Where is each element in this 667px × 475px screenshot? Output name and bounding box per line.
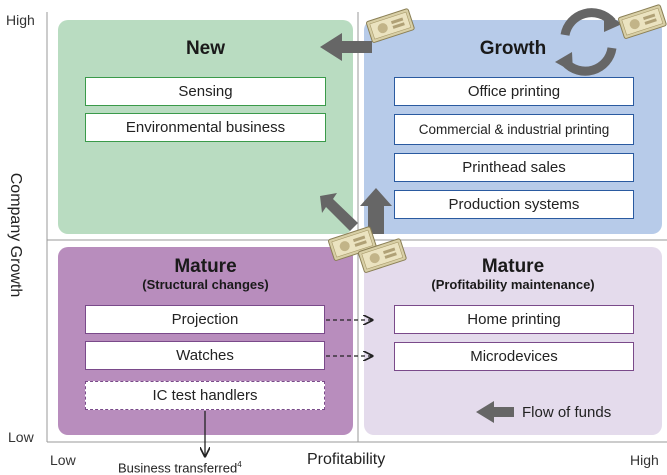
profit-item-home-printing: Home printing — [394, 305, 634, 334]
structural-item-ic-test-handlers: IC test handlers — [85, 381, 325, 410]
money-icon-cycle — [618, 4, 667, 39]
x-axis-high-label: High — [630, 452, 659, 468]
quadrant-mature-structural-subtitle: (Structural changes) — [142, 277, 269, 292]
growth-item-printhead-sales: Printhead sales — [394, 153, 634, 182]
footnote-business-transferred: Business transferred4 — [118, 460, 242, 475]
quadrant-growth-title: Growth — [479, 38, 547, 59]
growth-item-commercial-printing: Commercial & industrial printing — [394, 114, 634, 145]
x-axis-title: Profitability — [307, 451, 386, 468]
money-icon-top — [366, 8, 415, 43]
cycle-arrow-bottom-head — [555, 52, 573, 72]
x-axis-low-label: Low — [50, 452, 76, 468]
fund-arrow-up — [360, 188, 392, 234]
fund-arrow-up-left — [320, 193, 358, 231]
growth-item-office-printing: Office printing — [394, 77, 634, 106]
cycle-arrow-top-head — [604, 12, 622, 32]
structural-item-projection: Projection — [85, 305, 325, 334]
growth-item-production-systems: Production systems — [394, 190, 634, 219]
footnote-text: Business transferred — [118, 460, 238, 475]
new-item-environmental: Environmental business — [85, 113, 326, 142]
money-icon-center — [328, 226, 377, 261]
quadrant-mature-profit-subtitle: (Profitability maintenance) — [431, 277, 595, 292]
y-axis-high-label: High — [6, 12, 35, 28]
quadrant-mature-profit: Mature (Profitability maintenance) — [364, 247, 662, 435]
structural-item-watches: Watches — [85, 341, 325, 370]
legend-label: Flow of funds — [522, 404, 612, 421]
quadrant-mature-structural-title: Mature — [174, 256, 237, 277]
legend-fund-arrow-icon — [476, 401, 514, 423]
money-icon-center-2 — [358, 238, 407, 273]
quadrant-mature-profit-title: Mature — [481, 256, 545, 277]
profit-item-microdevices: Microdevices — [394, 342, 634, 371]
footnote-ref: 4 — [237, 460, 242, 469]
y-axis-low-label: Low — [8, 429, 34, 445]
new-item-sensing: Sensing — [85, 77, 326, 106]
quadrant-new-title: New — [185, 38, 226, 59]
fund-arrow-to-new — [320, 33, 372, 61]
y-axis-title: Company Growth — [7, 172, 24, 298]
